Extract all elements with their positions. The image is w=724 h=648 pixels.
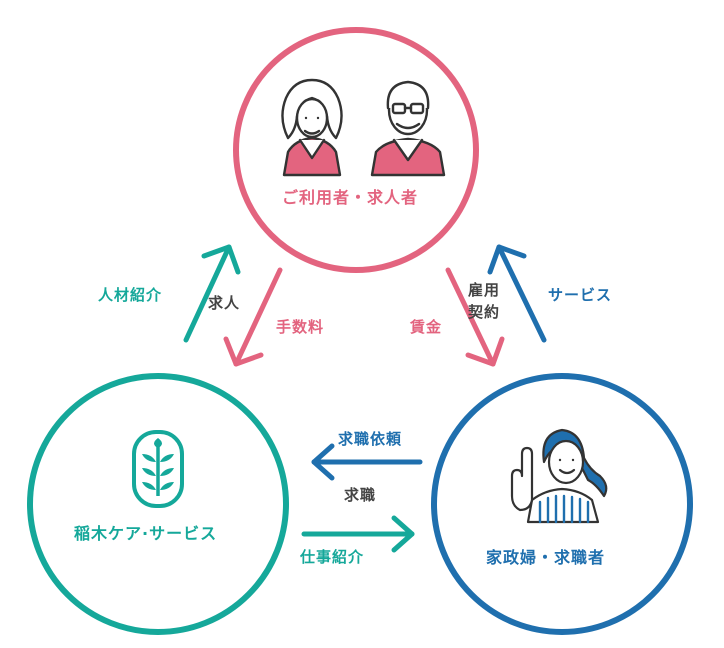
worker-node-label: 家政婦・求職者 xyxy=(486,548,606,567)
job-referral-label: 仕事紹介 xyxy=(300,548,365,566)
arrow-worker-to-company xyxy=(311,443,423,481)
leaf-logo-icon xyxy=(132,430,184,508)
job-offer-label: 求人 xyxy=(208,294,241,312)
job-request-label: 求職依頼 xyxy=(338,430,403,448)
job-seeking-label: 求職 xyxy=(344,486,377,504)
worker-circle xyxy=(431,373,693,635)
service-label: サービス xyxy=(548,286,613,304)
referral-to-users-label: 人材紹介 xyxy=(98,286,163,304)
company-node-label: 稲木ケア·サービス xyxy=(74,524,218,543)
elderly-man-icon xyxy=(370,80,446,177)
elderly-woman-icon xyxy=(281,78,343,177)
arrow-company-to-worker xyxy=(301,515,415,553)
company-circle xyxy=(27,373,289,635)
arrow-users-to-worker xyxy=(445,267,505,367)
users-circle xyxy=(233,27,479,273)
arrow-worker-to-users xyxy=(487,244,547,343)
fee-label: 手数料 xyxy=(276,318,325,336)
employment-contract-label: 雇用 契約 xyxy=(468,281,501,321)
wage-label: 賃金 xyxy=(410,318,443,336)
users-node-label: ご利用者・求人者 xyxy=(282,188,419,207)
arrow-company-to-users xyxy=(183,244,241,343)
housekeeper-pointing-icon xyxy=(510,428,608,524)
arrow-users-to-company xyxy=(223,267,283,367)
